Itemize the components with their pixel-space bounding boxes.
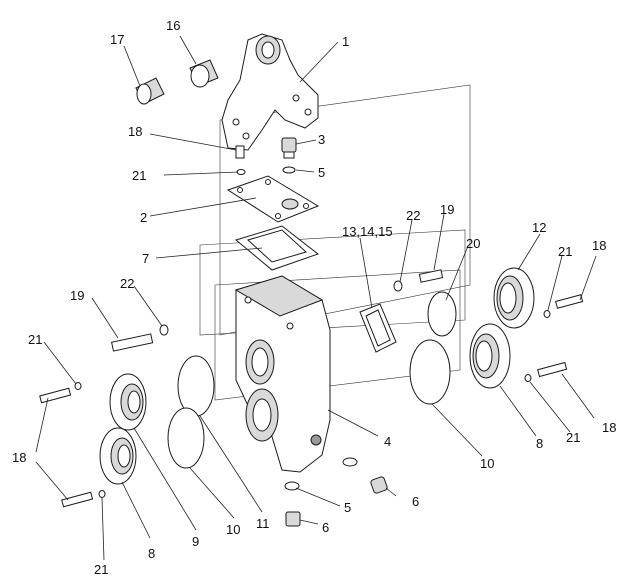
label-8-right: 8 — [536, 436, 543, 451]
label-18-left: 18 — [12, 450, 26, 465]
label-18-top: 18 — [128, 124, 142, 139]
label-19-right: 19 — [440, 202, 454, 217]
label-11: 11 — [256, 516, 270, 531]
washer-21-right-bottom — [524, 374, 532, 382]
label-5-bottom: 5 — [344, 500, 351, 515]
label-20: 20 — [466, 236, 480, 251]
label-7: 7 — [142, 251, 149, 266]
label-10-right: 10 — [480, 456, 494, 471]
label-21-right-top: 21 — [558, 244, 572, 259]
label-21-right-bottom: 21 — [566, 430, 580, 445]
cover-plate-2 — [226, 175, 320, 223]
label-21-left-bottom: 21 — [94, 562, 108, 577]
bracket-part — [221, 33, 319, 151]
washer-21-left-top — [74, 382, 82, 390]
washer-21-left-bottom — [98, 490, 106, 498]
seal-ring-20 — [427, 291, 457, 337]
label-18-right-top: 18 — [592, 238, 606, 253]
label-10-left: 10 — [226, 522, 240, 537]
label-21-top: 21 — [132, 168, 146, 183]
bolt-18-right-bottom — [537, 361, 568, 378]
label-1: 1 — [342, 34, 349, 49]
plug-3 — [281, 137, 297, 159]
washer-22-right — [393, 280, 403, 292]
bushing-17 — [135, 77, 165, 105]
label-22-right: 22 — [406, 208, 420, 223]
washer-21-top — [236, 169, 246, 175]
flange-9 — [109, 373, 147, 431]
label-18-right-bottom: 18 — [602, 420, 616, 435]
bushing-16 — [189, 59, 219, 88]
washer-21-right-top — [543, 310, 551, 318]
bolt-18-left-bottom — [61, 491, 94, 508]
flange-8-right — [469, 323, 511, 389]
label-2: 2 — [140, 210, 147, 225]
bolt-19-right — [418, 269, 444, 283]
gasket-7 — [234, 225, 320, 271]
callout-labels: 1 2 3 4 5 5 6 6 7 8 8 9 10 10 11 12 13,1… — [12, 18, 616, 577]
label-4: 4 — [384, 434, 391, 449]
housing-4 — [234, 275, 331, 473]
gasket-13-14-15 — [359, 303, 397, 353]
label-22-left: 22 — [120, 276, 134, 291]
gasket-10-right — [409, 339, 451, 405]
plug-6-right — [370, 476, 388, 494]
flange-12 — [493, 267, 535, 329]
label-16: 16 — [166, 18, 180, 33]
label-8-left: 8 — [148, 546, 155, 561]
gasket-11 — [177, 355, 215, 417]
washer-22-left — [159, 324, 169, 336]
plug-6-bottom — [285, 511, 301, 527]
label-9: 9 — [192, 534, 199, 549]
gasket-10-left — [167, 407, 205, 469]
label-3: 3 — [318, 132, 325, 147]
projection-planes — [199, 84, 471, 401]
washer-5-right — [342, 457, 358, 467]
bolt-18-right-top — [555, 294, 584, 309]
bolt-19-left — [111, 333, 154, 352]
label-19-left: 19 — [70, 288, 84, 303]
bolt-18-top — [235, 145, 245, 159]
label-12: 12 — [532, 220, 546, 235]
label-5-top: 5 — [318, 165, 325, 180]
label-17: 17 — [110, 32, 124, 47]
leader-lines — [35, 35, 597, 561]
washer-5-top — [282, 166, 296, 174]
label-13-14-15: 13,14,15 — [342, 224, 393, 239]
flange-8-left — [99, 427, 137, 485]
label-6-right: 6 — [412, 494, 419, 509]
label-21-left-top: 21 — [28, 332, 42, 347]
label-6-bottom: 6 — [322, 520, 329, 535]
washer-5-bottom — [284, 481, 300, 491]
bolt-18-left-top — [39, 387, 72, 404]
